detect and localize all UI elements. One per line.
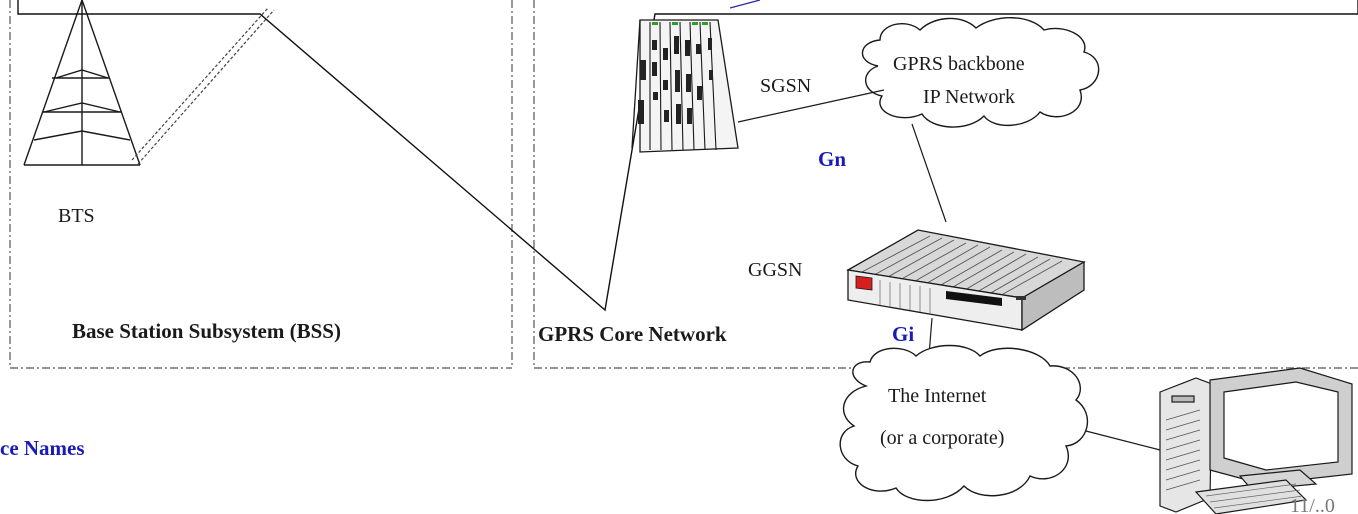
bss-region-border xyxy=(9,0,513,369)
internet-label-line1: The Internet xyxy=(888,385,987,407)
bss-region-label: Base Station Subsystem (BSS) xyxy=(72,319,341,343)
sgsn-backbone-link xyxy=(737,89,885,123)
backbone-ggsn-link xyxy=(911,123,947,223)
sgsn-label: SGSN xyxy=(760,75,811,97)
gn-interface-label: Gn xyxy=(818,147,846,171)
backbone-cloud-icon xyxy=(861,17,1100,128)
backbone-label-line1: GPRS backbone xyxy=(893,53,1025,75)
interface-names-caption: ce Names xyxy=(0,436,85,460)
ggsn-label: GGSN xyxy=(748,259,802,281)
core-region-label: GPRS Core Network xyxy=(538,322,727,346)
gi-interface-label: Gi xyxy=(892,322,914,346)
bts-uplink xyxy=(131,7,275,165)
ggsn-router-icon xyxy=(846,229,1086,332)
computer-icon xyxy=(1159,367,1353,514)
internet-computer-link xyxy=(1081,429,1169,453)
page-number: 11/..0 xyxy=(1290,495,1335,514)
internet-cloud-icon xyxy=(839,344,1089,502)
backbone-label-line2: IP Network xyxy=(923,86,1015,108)
bts-label: BTS xyxy=(58,205,95,227)
callout-frame xyxy=(17,0,1358,312)
internet-label-line2: (or a corporate) xyxy=(880,427,1004,449)
sgsn-rack-icon xyxy=(631,0,761,153)
bts-tower-icon xyxy=(23,0,141,166)
